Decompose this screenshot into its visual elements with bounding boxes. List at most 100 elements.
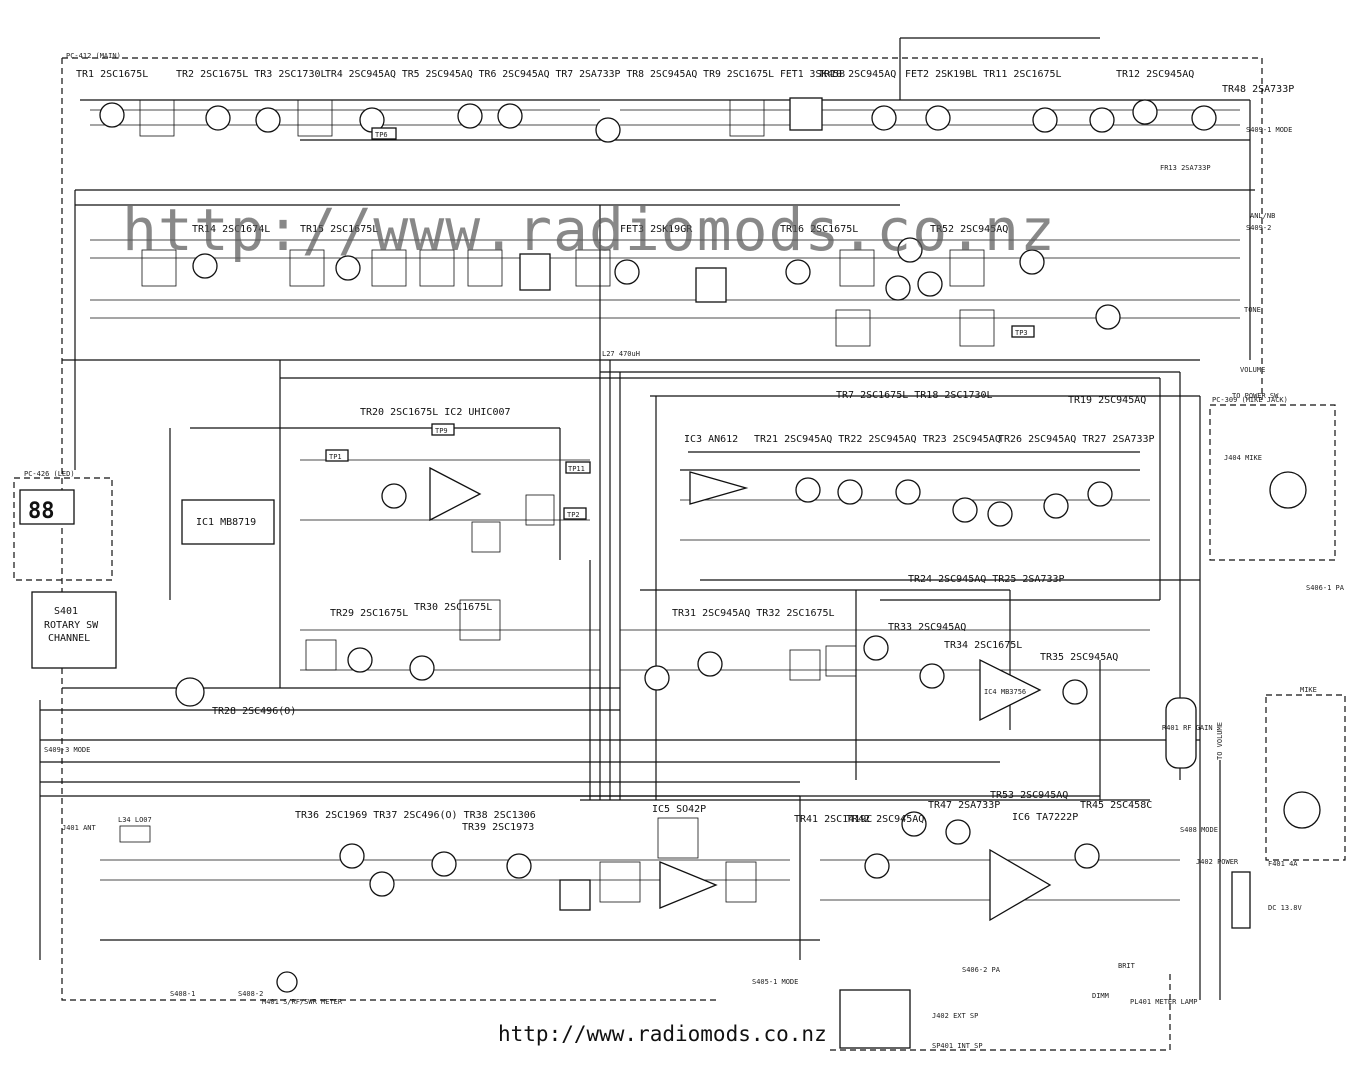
led-board-outline: [13, 477, 113, 581]
rotary-switch-box[interactable]: [31, 591, 117, 669]
tr14-label: TR14 2SC1674L: [192, 224, 270, 235]
meter-lamp-label: PL401 METER LAMP: [1130, 998, 1197, 1006]
s4082-label: S408-2: [238, 990, 263, 998]
ic4-label: IC4 MB3756: [984, 688, 1026, 696]
tr39-label: TR39 2SC1973: [462, 822, 534, 833]
ic3-label: IC3 AN612: [684, 434, 738, 445]
tr2-tr3-label: TR2 2SC1675L TR3 2SC1730L: [176, 69, 327, 80]
tr41-label: TR41 2SC1419C: [794, 814, 872, 825]
s4062-pa-label: S406-2 PA: [962, 966, 1001, 974]
tr24-25-label: TR24 2SC945AQ TR25 2SA733P: [908, 574, 1065, 585]
watermark-text: http://www.radiomods.co.nz: [122, 196, 1056, 264]
fet2-tr11-label: FET2 2SK19BL TR11 2SC1675L: [905, 69, 1062, 80]
tp6-label: TP6: [375, 131, 388, 139]
diode-bridge: [1165, 697, 1197, 769]
tr21-23-label: TR21 2SC945AQ TR22 2SC945AQ TR23 2SC945A…: [754, 434, 1001, 445]
tr1-label: TR1 2SC1675L: [76, 69, 148, 80]
tr4-to-fet1-label: TR4 2SC945AQ TR5 2SC945AQ TR6 2SC945AQ T…: [325, 69, 845, 80]
tr16-label: TR16 2SC1675L: [780, 224, 858, 235]
j404-mike-label: J404 MIKE: [1224, 454, 1262, 462]
tr29-label: TR29 2SC1675L: [330, 608, 408, 619]
s4091-mode-label: S409-1 MODE: [1246, 126, 1292, 134]
volume-label: VOLUME: [1240, 366, 1265, 374]
s4081-label: S408-1: [170, 990, 195, 998]
brite-label: BRIT: [1118, 962, 1136, 970]
tr10-label: TR10 2SC945AQ: [818, 69, 896, 80]
led-display-box: [19, 489, 75, 525]
rotary-switch-channel: CHANNEL: [48, 633, 90, 644]
s4093-mode-label: S409-3 MODE: [44, 746, 90, 754]
footer-url[interactable]: http://www.radiomods.co.nz: [498, 1022, 827, 1046]
mike-connector-symbol: [1283, 791, 1321, 829]
tr34-label: TR34 2SC1675L: [944, 640, 1022, 651]
meter-label: M401 S/RF/SWR METER: [262, 998, 343, 1006]
tp1-label: TP1: [329, 453, 342, 461]
rotary-switch-title: S401: [54, 606, 78, 617]
ant-jack-label: J401 ANT: [62, 824, 97, 832]
rf-gain-label: R401 RF GAIN: [1162, 724, 1213, 732]
test-points: TP6 TP9 TP11 TP2 TP1 TP3: [325, 127, 1035, 520]
s4092-label: S409-2: [1246, 224, 1271, 232]
tr36-38-label: TR36 2SC1969 TR37 2SC496(O) TR38 2SC1306: [295, 810, 536, 821]
l27-label: L27 470uH: [602, 350, 640, 358]
tr26-27-label: TR26 2SC945AQ TR27 2SA733P: [998, 434, 1155, 445]
mike-jack-connector-symbol: [1269, 471, 1307, 509]
tr12-label: TR12 2SC945AQ: [1116, 69, 1194, 80]
tr19-label: TR19 2SC945AQ: [1068, 395, 1146, 406]
s405-mode-label: S405-1 MODE: [752, 978, 798, 986]
tone-label: TONE: [1244, 306, 1261, 314]
tp9-label: TP9: [435, 427, 448, 435]
tp2-label: TP2: [567, 511, 580, 519]
anl-nb-label: ANL/NB: [1250, 212, 1275, 220]
tr28-label: TR28 2SC496(O): [212, 706, 296, 717]
tr15-label: TR15 2SC1675L: [300, 224, 378, 235]
tr33-label: TR33 2SC945AQ: [888, 622, 966, 633]
led-digits: 88: [28, 499, 55, 524]
fet3-label: FET3 2SK19GR: [620, 224, 693, 235]
coil-symbols: [119, 99, 995, 903]
dc-label: DC 13.8V: [1268, 904, 1303, 912]
mike-jack-board-outline: [1209, 404, 1336, 561]
tp11-label: TP11: [568, 465, 585, 473]
filter-block: [839, 989, 911, 1049]
meter-symbol: [276, 971, 298, 993]
tr31-32-label: TR31 2SC945AQ TR32 2SC1675L: [672, 608, 835, 619]
led-board-label: PC-426 (LED): [24, 470, 75, 478]
tr48-label: TR48 2SA733P: [1222, 84, 1294, 95]
tr20-ic2-label: TR20 2SC1675L IC2 UHIC007: [360, 407, 511, 418]
main-board-label: PC-412 (MAIN): [66, 52, 121, 60]
to-power-sw-label: TO POWER SW: [1232, 392, 1279, 400]
tr47-label: TR47 2SA733P: [928, 800, 1000, 811]
tr42-label: TR42 2SC945AQ: [846, 814, 924, 825]
ext-sp-label: J402 EXT SP: [932, 1012, 978, 1020]
mike-label: MIKE: [1300, 686, 1317, 694]
tp3-label: TP3: [1015, 329, 1028, 337]
mode-s408-label: S408 MODE: [1180, 826, 1218, 834]
bus-wires: [40, 37, 1255, 941]
text-labels: PC-412 (MAIN) PC-426 (LED) PC-309 (MIKE …: [24, 52, 1345, 1050]
tr35-label: TR35 2SC945AQ: [1040, 652, 1118, 663]
tr53-label: TR53 2SC945AQ: [990, 790, 1068, 801]
ic6-label: IC6 TA7222P: [1012, 812, 1078, 823]
tr45-label: TR45 2SC458C: [1080, 800, 1152, 811]
fuse-label: F401 4A: [1268, 860, 1298, 868]
mike-jack-board-label: PC-309 (MIKE JACK): [1212, 396, 1288, 404]
fr13-label: FR13 2SA733P: [1160, 164, 1211, 172]
s4061-pa-label: S406-1 PA: [1306, 584, 1345, 592]
rotary-switch-subtitle: ROTARY SW: [44, 620, 99, 631]
transistor-symbols: [99, 99, 1217, 897]
ic5-label: IC5 SO42P: [652, 804, 706, 815]
power-jack-label: J402 POWER: [1196, 858, 1239, 866]
tr30-label: TR30 2SC1675L: [414, 602, 492, 613]
dimm-label: DIMM: [1092, 992, 1109, 1000]
to-volume-label: TO VOLUME: [1216, 722, 1224, 760]
main-board-outline: [61, 57, 1263, 1051]
ic1-label: IC1 MB8719: [196, 517, 256, 528]
l34-label: L34 LO07: [118, 816, 152, 824]
tr7-tr18-label: TR7 2SC1675L TR18 2SC1730L: [836, 390, 993, 401]
speaker-label: SP401 INT SP: [932, 1042, 983, 1050]
mike-box-outline: [1265, 694, 1346, 861]
ic-symbols: [181, 97, 1052, 922]
